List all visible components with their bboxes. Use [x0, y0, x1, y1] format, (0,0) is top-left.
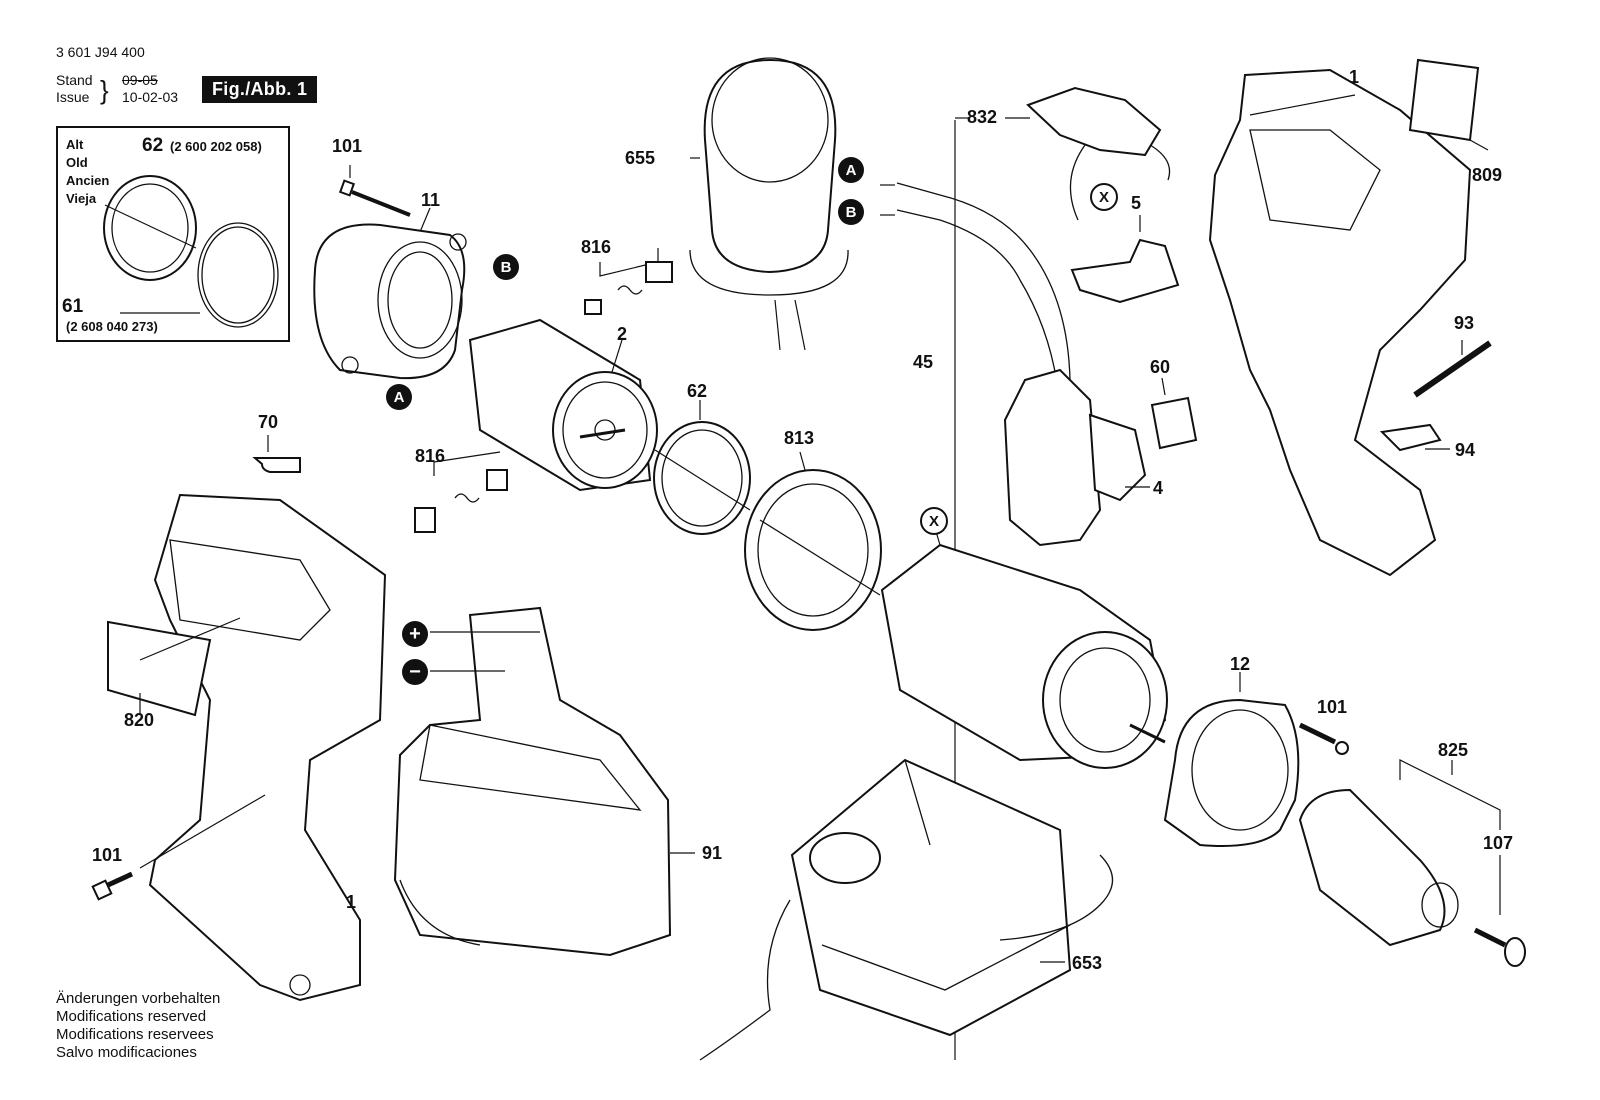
- housing-left-drawing: [148, 493, 387, 1002]
- label-45: 45: [913, 352, 934, 372]
- label-2: 2: [617, 324, 628, 344]
- footer-line-fr: Modifications reservees: [56, 1026, 214, 1043]
- gearbox-drawing: [880, 527, 1168, 769]
- label-816-top: 816: [581, 237, 612, 257]
- marker-b-motor: B: [493, 254, 519, 280]
- label-820-drawing: [107, 617, 241, 717]
- label-62: 62: [687, 381, 708, 401]
- footer-line-en: Modifications reserved: [56, 1008, 207, 1025]
- screw-101-left-drawing: [91, 794, 266, 901]
- ring-62-drawing: [653, 400, 751, 535]
- label-820: 820: [124, 710, 155, 730]
- bit-93-drawing: [1413, 340, 1492, 398]
- label-809-drawing: [1408, 58, 1489, 151]
- inset-line-alt: Alt: [66, 137, 84, 152]
- document-number: 3 601 J94 400: [56, 44, 145, 60]
- plate-5-drawing: [1070, 215, 1180, 304]
- motor-2-drawing: [468, 318, 658, 492]
- label-93: 93: [1454, 313, 1475, 333]
- belt-holder-655-drawing: [689, 57, 849, 351]
- bit-holder-94-drawing: [1379, 423, 1450, 452]
- label-91: 91: [702, 843, 723, 863]
- brush-parts-816-bottom-drawing: [414, 451, 508, 533]
- inset-part-62-code: (2 600 202 058): [170, 139, 262, 154]
- marker-b-upper: B: [838, 199, 864, 225]
- label-653: 653: [1072, 953, 1103, 973]
- label-816-bottom: 816: [415, 446, 446, 466]
- motor-cover-11-drawing: [313, 207, 467, 380]
- housing-right-drawing: [1208, 68, 1472, 577]
- marker-a-upper: A: [838, 157, 864, 183]
- figure-badge: Fig./Abb. 1: [202, 76, 318, 103]
- issue-date: 10-02-03: [122, 89, 179, 105]
- inset-line-old: Old: [66, 155, 88, 170]
- inset-line-ancien: Ancien: [66, 173, 110, 188]
- label-60: 60: [1150, 357, 1171, 377]
- footer-notes: Änderungen vorbehalten Modifications res…: [56, 990, 220, 1062]
- old-ring-62-drawing: [103, 175, 197, 281]
- wires-45-drawing: [880, 182, 1071, 391]
- screw-101-right-drawing: [1298, 722, 1349, 755]
- label-813: 813: [784, 428, 815, 448]
- inset-line-vieja: Vieja: [66, 191, 97, 206]
- brush-parts-816-top-drawing: [584, 248, 673, 315]
- clip-70-drawing: [252, 435, 301, 473]
- inset-part-61-code: (2 608 040 273): [66, 319, 158, 334]
- footer-line-es: Salvo modificaciones: [56, 1044, 197, 1061]
- screw-101-top-drawing: [338, 165, 411, 217]
- label-4: 4: [1153, 478, 1164, 498]
- old-parts-inset: Alt Old Ancien Vieja 62 (2 600 202 058) …: [56, 126, 290, 342]
- marker-x-gearbox: X: [920, 507, 948, 535]
- inset-part-62-number: 62: [142, 135, 164, 156]
- marker-a-motor: A: [386, 384, 412, 410]
- switch-4-drawing: [1003, 368, 1150, 547]
- label-107: 107: [1483, 833, 1514, 853]
- label-94: 94: [1455, 440, 1476, 460]
- marker-minus: −: [402, 659, 428, 685]
- date-brace: }: [100, 75, 109, 105]
- label-101-left: 101: [92, 845, 123, 865]
- label-832: 832: [967, 107, 998, 127]
- ring-gear-813-drawing: [744, 451, 882, 631]
- label-101-top: 101: [332, 136, 363, 156]
- inset-part-61-number: 61: [62, 296, 84, 317]
- chuck-825-drawing: [1298, 759, 1501, 947]
- front-cover-12-drawing: [1163, 672, 1300, 847]
- marker-plus: +: [402, 621, 428, 647]
- stand-label: Stand: [56, 72, 93, 88]
- label-809: 809: [1472, 165, 1503, 185]
- label-70: 70: [258, 412, 279, 432]
- block-60-drawing: [1150, 377, 1198, 450]
- label-1-top: 1: [1349, 67, 1360, 87]
- label-655: 655: [625, 148, 656, 168]
- label-825: 825: [1438, 740, 1469, 760]
- label-12: 12: [1230, 654, 1251, 674]
- charger-653-drawing: [699, 758, 1114, 1061]
- screw-107-drawing: [1473, 855, 1526, 967]
- old-ring-61-drawing: [120, 222, 279, 328]
- stand-date: 09-05: [122, 72, 158, 88]
- label-1-bottom: 1: [346, 892, 357, 912]
- label-11: 11: [421, 190, 441, 210]
- battery-91-drawing: [393, 606, 695, 957]
- label-101-right: 101: [1317, 697, 1348, 717]
- footer-line-de: Änderungen vorbehalten: [56, 990, 221, 1007]
- issue-label: Issue: [56, 89, 90, 105]
- label-5: 5: [1131, 193, 1142, 213]
- marker-x-cover: X: [1090, 183, 1118, 211]
